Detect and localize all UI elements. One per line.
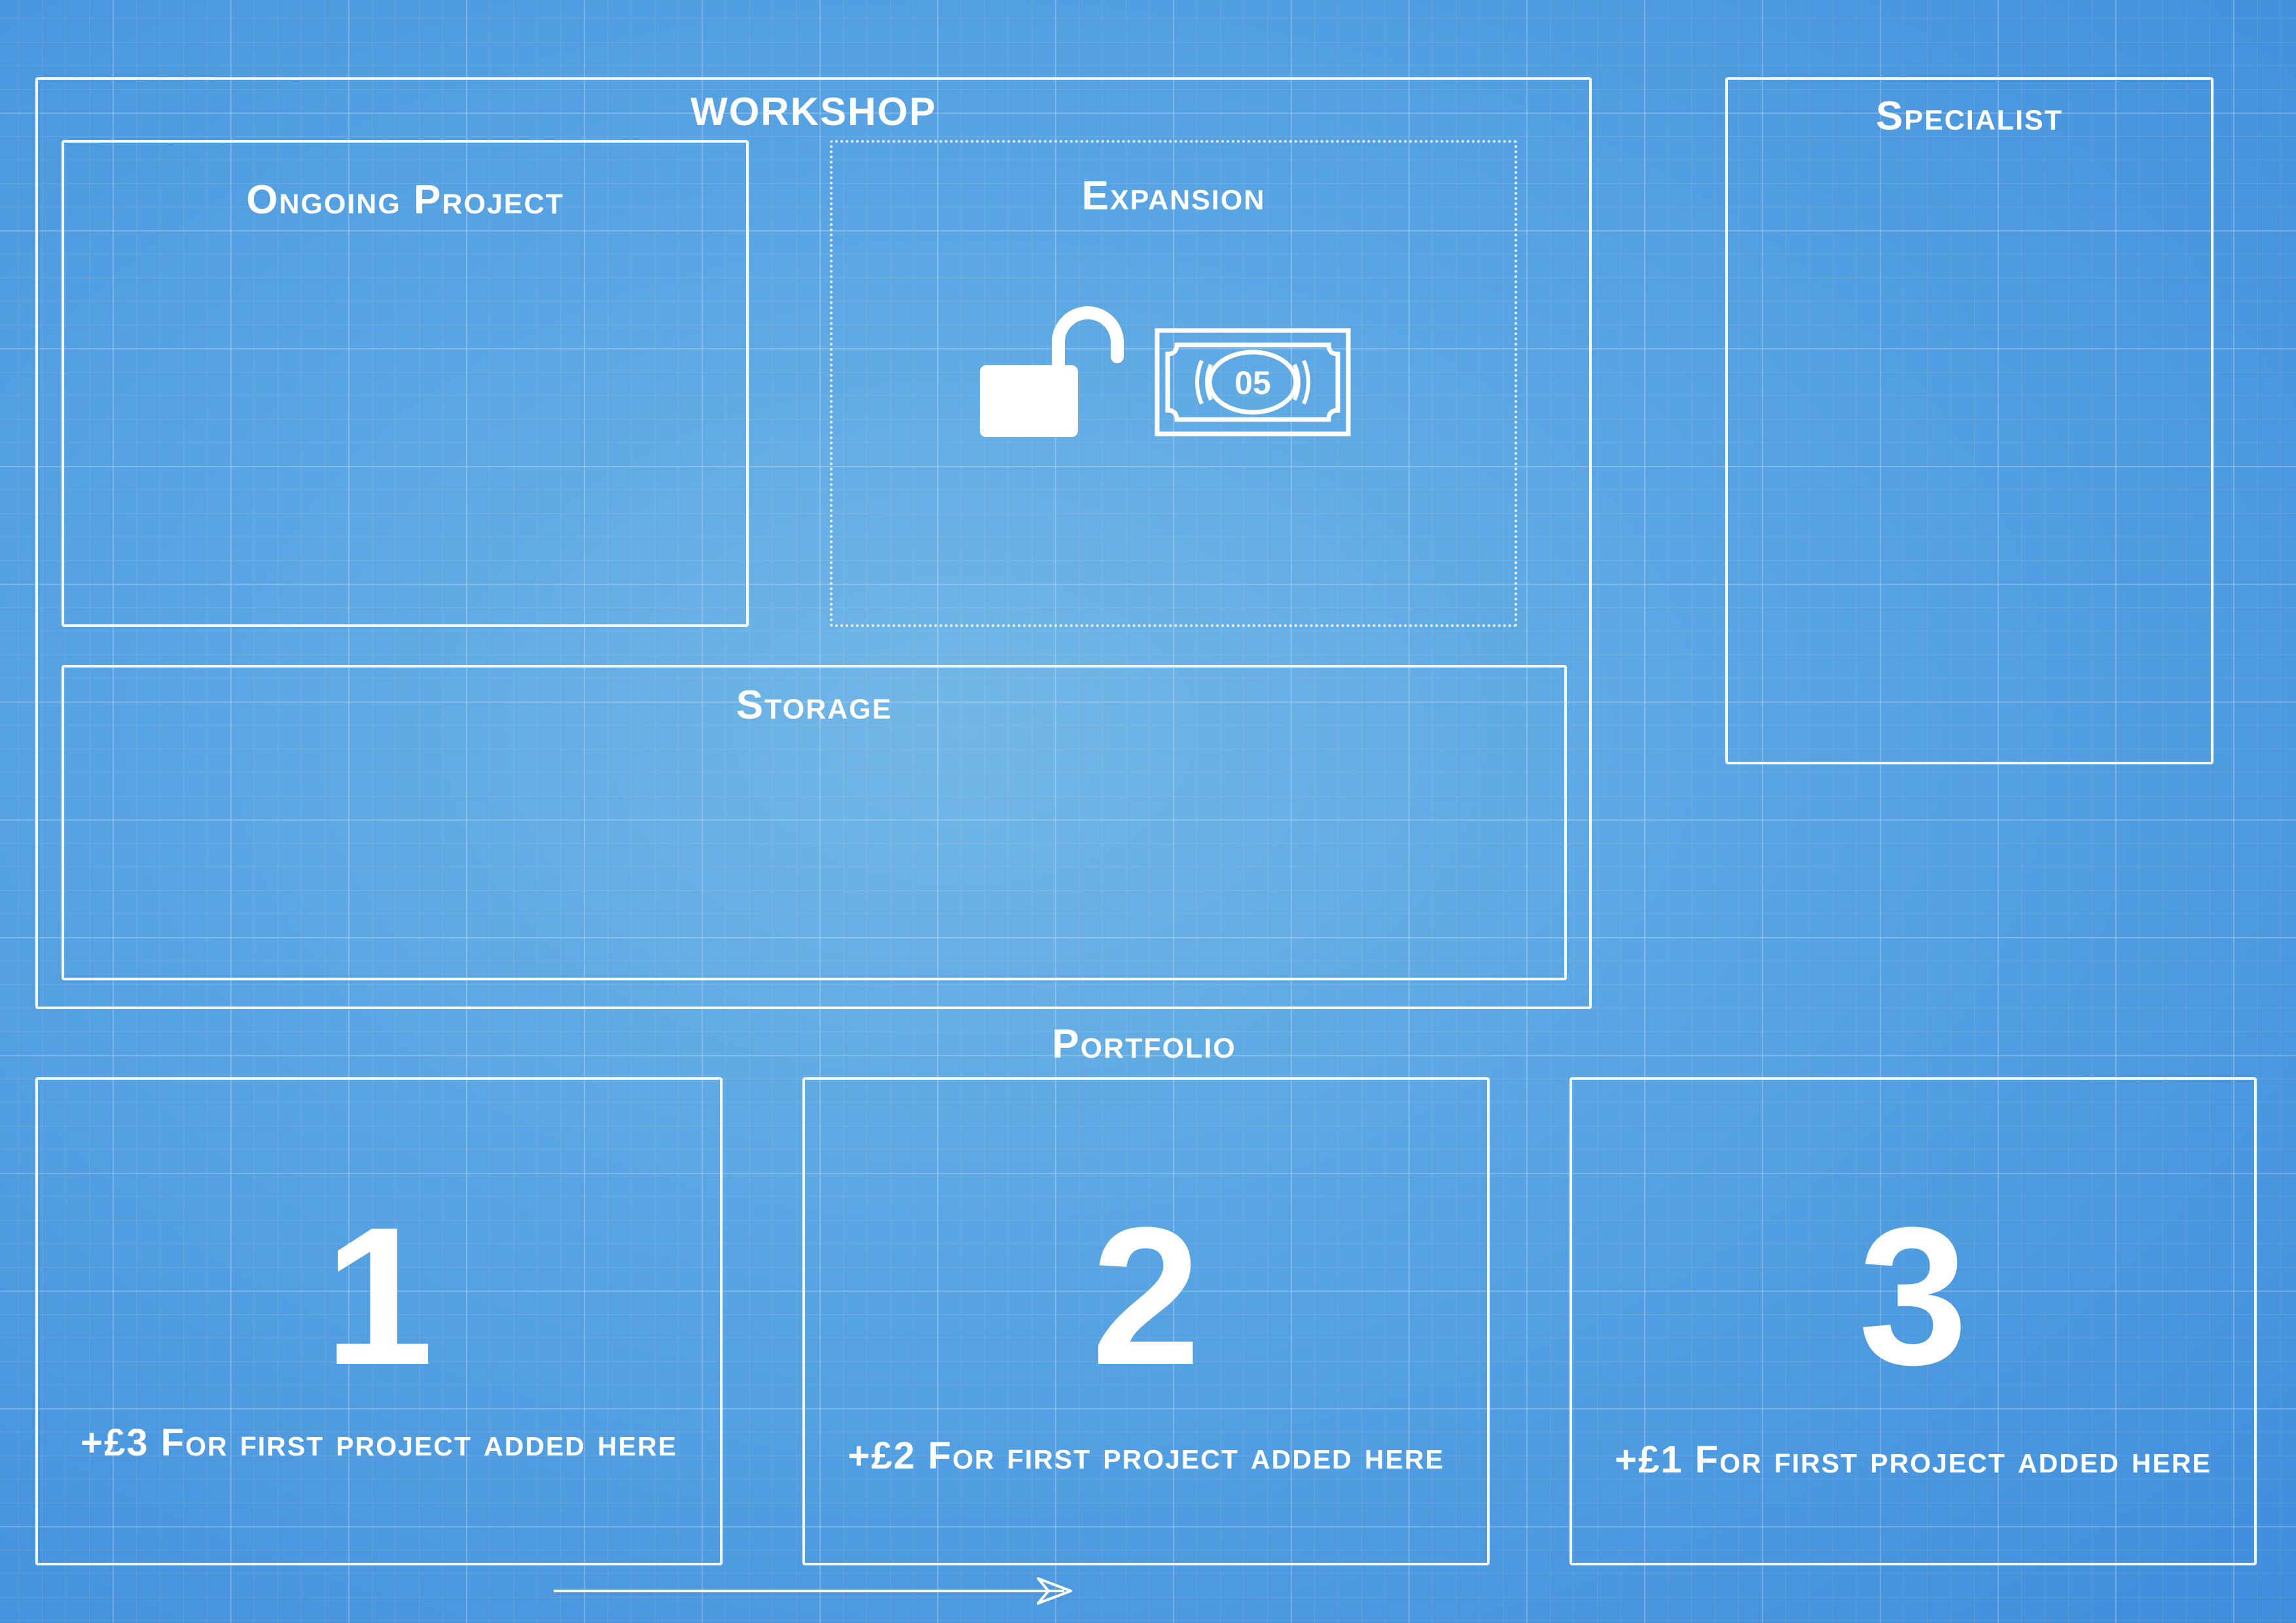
portfolio-slot-2[interactable]: 2 +£2 For first project added here (802, 1077, 1490, 1565)
portfolio-slot-1[interactable]: 1 +£3 For first project added here (35, 1077, 723, 1565)
expansion-slot[interactable]: Expansion 05 (830, 140, 1517, 627)
workshop-title: WORKSHOP (691, 90, 937, 134)
unlock-padlock-icon (980, 306, 1124, 437)
workshop-zone[interactable]: WORKSHOP Ongoing Project Expansion 05 St… (35, 77, 1592, 1009)
arrow-right-icon (554, 1577, 1072, 1605)
banknote-value: 05 (1234, 365, 1271, 401)
banknote-icon: 05 (1155, 328, 1351, 437)
specialist-slot[interactable]: Specialist (1725, 77, 2214, 764)
portfolio-slot-reward: +£1 For first project added here (1615, 1438, 2212, 1481)
portfolio-title: Portfolio (1052, 1022, 1236, 1067)
storage-title: Storage (736, 683, 893, 728)
portfolio-slot-reward: +£2 For first project added here (848, 1435, 1444, 1477)
portfolio-slot-3[interactable]: 3 +£1 For first project added here (1570, 1077, 2257, 1565)
ongoing-project-slot[interactable]: Ongoing Project (62, 140, 749, 627)
ongoing-project-title: Ongoing Project (246, 177, 564, 223)
storage-slot[interactable]: Storage (62, 665, 1567, 980)
portfolio-slot-number: 1 (324, 1186, 434, 1406)
specialist-title: Specialist (1876, 94, 2063, 139)
portfolio-slot-number: 3 (1858, 1186, 1968, 1406)
expansion-title: Expansion (1081, 173, 1266, 219)
portfolio-slot-number: 2 (1091, 1186, 1201, 1406)
portfolio-slot-reward: +£3 For first project added here (81, 1421, 677, 1464)
